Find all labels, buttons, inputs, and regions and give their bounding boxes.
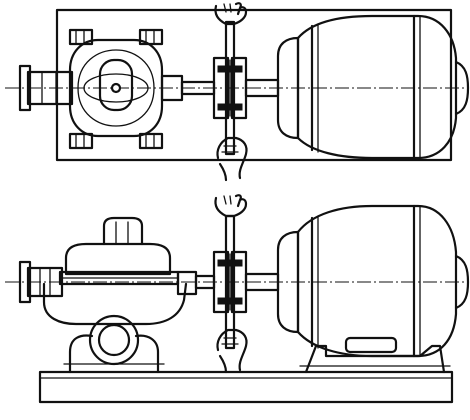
plan-pump-suction-nozzle: [26, 70, 74, 106]
side-straightedge-with-hands: [214, 194, 248, 374]
plan-coupling-hub-left: [212, 56, 230, 120]
side-pump-upper-casing: [64, 242, 172, 276]
side-pump-suction-flange-inner: [97, 323, 131, 357]
plan-pump-casing: [68, 38, 164, 138]
plan-pump-foot-bottom-left: [68, 132, 94, 150]
side-motor: [244, 204, 470, 374]
side-pump-bearing-housing: [176, 270, 198, 296]
plan-coupling-bolt-lower: [217, 103, 243, 111]
plan-pump-upper-flange: [98, 58, 134, 112]
plan-motor: [244, 14, 470, 160]
side-hand-bottom: [216, 328, 248, 374]
side-hand-top: [214, 194, 248, 218]
plan-hand-top: [214, 2, 248, 26]
side-hand-bottom-fingers: [221, 337, 239, 345]
side-pump-lower-casing: [42, 282, 188, 326]
plan-pump-shaft-center: [110, 82, 122, 94]
plan-motor-end-bell-right: [454, 60, 470, 116]
plan-motor-body: [296, 14, 458, 160]
side-motor-body: [296, 204, 458, 358]
plan-pump-impeller-cover: [83, 73, 149, 103]
side-pump: [18, 216, 216, 374]
side-base-frame: [38, 370, 454, 404]
side-coupling-hub-left: [212, 250, 230, 314]
plan-base-plate: [55, 8, 453, 162]
plan-hand-bottom: [216, 136, 248, 182]
side-pump-discharge-bell: [102, 216, 144, 246]
side-pump-suction-end-flange: [18, 260, 32, 304]
plan-pump-foot-top-right: [138, 28, 164, 46]
plan-hand-top-fingers: [223, 3, 232, 13]
plan-straightedge: [224, 20, 236, 156]
side-motor-foot-slot: [344, 336, 398, 354]
side-pump-support-foot: [68, 334, 160, 374]
side-elevation-view: [5, 194, 470, 404]
side-coupling: [212, 250, 248, 314]
side-hand-top-fingers: [223, 195, 232, 205]
side-motor-end-bell-right: [454, 254, 470, 310]
side-pump-suction-nozzle: [26, 266, 64, 298]
side-coupling-bolt-upper: [217, 259, 243, 267]
plan-hand-bottom-fingers: [221, 145, 239, 153]
plan-pump-volute-outline: [77, 49, 155, 127]
plan-straightedge-with-hands: [214, 2, 248, 182]
side-coupling-bolt-lower: [217, 297, 243, 305]
plan-pump-suction-flange: [18, 64, 32, 112]
plan-coupling-bolt-upper: [217, 65, 243, 73]
plan-coupling: [212, 56, 248, 120]
plan-view: [5, 2, 470, 182]
side-motor-foot: [304, 344, 446, 374]
plan-pump: [18, 28, 216, 150]
plan-pump-foot-bottom-right: [138, 132, 164, 150]
plan-pump-foot-top-left: [68, 28, 94, 46]
